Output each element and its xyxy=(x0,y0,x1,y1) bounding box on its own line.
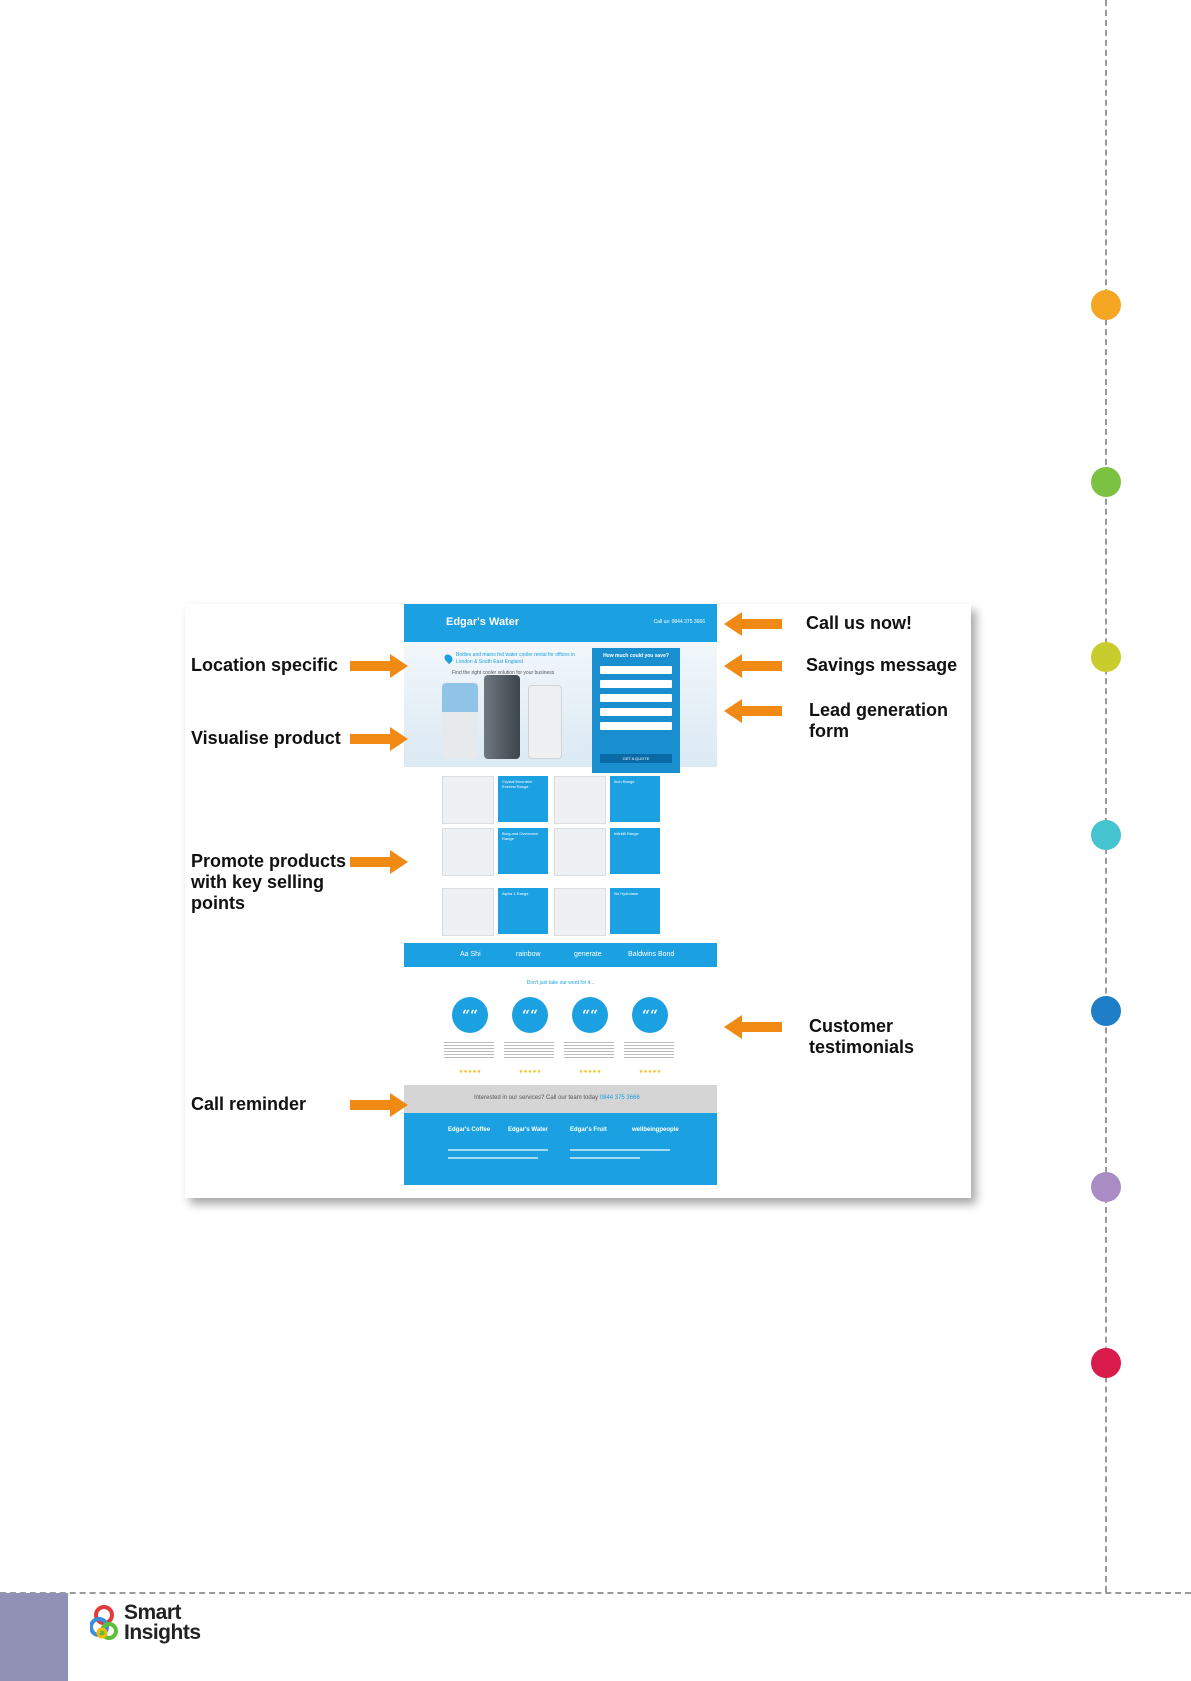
star-rating: ★★★★★ xyxy=(518,1069,542,1075)
testimonial-text xyxy=(624,1040,674,1060)
margin-dot-purple xyxy=(1091,1172,1121,1202)
product-image xyxy=(554,776,606,824)
footer-dashed-line xyxy=(0,1592,1191,1594)
margin-dot-green xyxy=(1091,467,1121,497)
lp-brand-logo: Aa Shi xyxy=(460,951,481,958)
margin-dot-orange xyxy=(1091,290,1121,320)
testimonial-text xyxy=(504,1040,554,1060)
water-cooler-image xyxy=(442,683,478,759)
margin-dot-teal xyxy=(1091,820,1121,850)
arrow-right-icon xyxy=(350,850,408,874)
product-card: Crystal Mountain Everest Range xyxy=(498,776,548,822)
lp-footer-logo: Edgar's Fruit xyxy=(570,1127,607,1133)
landing-page-mockup: Edgar's Water Call us: 0844 375 3666 Bot… xyxy=(404,604,717,1198)
lp-header: Edgar's Water Call us: 0844 375 3666 xyxy=(404,604,717,642)
lp-testimonials-title: Don't just take our word for it... xyxy=(526,980,595,986)
lp-brands-bar: Aa Shi rainbow generate Baldwins Bond xyxy=(404,943,717,967)
lp-form-submit-button[interactable]: GET A QUOTE xyxy=(600,754,672,763)
product-image xyxy=(554,888,606,936)
lp-footer-text xyxy=(448,1149,548,1151)
star-rating: ★★★★★ xyxy=(578,1069,602,1075)
lp-form-field[interactable] xyxy=(600,722,672,730)
callout-customer-testimonials: Customer testimonials xyxy=(809,1016,915,1057)
lp-footer-logo: Edgar's Coffee xyxy=(448,1127,491,1133)
product-title: No Hydrolase xyxy=(614,891,639,896)
product-image xyxy=(442,776,494,824)
lp-header-phone: Call us: 0844 375 3666 xyxy=(653,619,705,625)
lp-subheadline: Find the right cooler solution for your … xyxy=(452,670,555,676)
brand-line-2: Insights xyxy=(124,1621,201,1644)
star-rating: ★★★★★ xyxy=(638,1069,662,1075)
lead-generation-form: How much could you save? GET A QUOTE xyxy=(592,648,680,773)
location-pin-icon xyxy=(442,652,455,665)
product-card: Ikon Range xyxy=(610,776,660,822)
lp-footer-logo: wellbeingpeople xyxy=(632,1127,679,1133)
arrow-left-icon xyxy=(724,699,782,723)
callout-lead-generation-form: Lead generation form xyxy=(809,700,949,741)
brand-line-1: Smart xyxy=(124,1601,182,1624)
brand-text: Smart Insights xyxy=(124,1601,201,1644)
product-image xyxy=(554,828,606,876)
arrow-right-icon xyxy=(350,1093,408,1117)
lp-footer-text xyxy=(448,1157,538,1159)
callout-visualise-product: Visualise product xyxy=(191,728,341,748)
water-cooler-image xyxy=(528,685,562,759)
lp-headline: Bottles and mains fed water cooler renta… xyxy=(456,652,575,665)
arrow-right-icon xyxy=(350,727,408,751)
arrow-left-icon xyxy=(724,612,782,636)
star-rating: ★★★★★ xyxy=(458,1069,482,1075)
lp-footer-logo: Edgar's Water xyxy=(508,1127,548,1133)
smart-insights-logo: Smart Insights xyxy=(90,1601,201,1644)
margin-dashed-line xyxy=(1105,0,1107,1592)
lp-form-field[interactable] xyxy=(600,694,672,702)
lp-brand-logo: generate xyxy=(574,951,602,958)
lp-footer-text xyxy=(570,1157,640,1159)
callout-call-us-now: Call us now! xyxy=(806,613,913,633)
testimonial-text xyxy=(444,1040,494,1060)
lp-reminder-phone: 0844 375 3666 xyxy=(599,1095,640,1101)
callout-savings-message: Savings message xyxy=(806,655,958,675)
callout-call-reminder: Call reminder xyxy=(191,1094,307,1114)
product-image xyxy=(442,828,494,876)
product-title: Infinit8 Range xyxy=(614,831,639,836)
landing-page-figure: Edgar's Water Call us: 0844 375 3666 Bot… xyxy=(185,604,971,1198)
lp-brand-logo: rainbow xyxy=(516,951,541,958)
lp-form-field[interactable] xyxy=(600,666,672,674)
water-cooler-image xyxy=(484,675,520,759)
callout-location-specific: Location specific xyxy=(191,655,339,675)
quote-icon: ““ xyxy=(452,997,488,1033)
quote-icon: ““ xyxy=(512,997,548,1033)
lp-form-field[interactable] xyxy=(600,708,672,716)
testimonial-text xyxy=(564,1040,614,1060)
lp-reminder-text: Interested in our services? Call our tea… xyxy=(474,1095,640,1101)
quote-icon: ““ xyxy=(572,997,608,1033)
margin-dot-yellow xyxy=(1091,642,1121,672)
product-card: Alpha 1 Range xyxy=(498,888,548,934)
product-card: No Hydrolase xyxy=(610,888,660,934)
lp-call-reminder-bar: Interested in our services? Call our tea… xyxy=(404,1085,717,1113)
arrow-left-icon xyxy=(724,1015,782,1039)
product-card: Infinit8 Range xyxy=(610,828,660,874)
footer-color-block xyxy=(0,1593,68,1681)
margin-dot-red xyxy=(1091,1348,1121,1378)
product-title: Alpha 1 Range xyxy=(502,891,529,896)
smart-insights-logo-icon xyxy=(90,1605,118,1640)
lp-logo: Edgar's Water xyxy=(446,616,520,628)
arrow-left-icon xyxy=(724,654,782,678)
margin-dot-blue xyxy=(1091,996,1121,1026)
lp-form-field[interactable] xyxy=(600,680,672,688)
callout-promote-products: Promote products with key selling points xyxy=(191,851,347,913)
product-title: Ikon Range xyxy=(614,779,635,784)
lp-footer: Edgar's Coffee Edgar's Water Edgar's Fru… xyxy=(404,1113,717,1185)
lp-form-title: How much could you save? xyxy=(603,653,669,659)
quote-icon: ““ xyxy=(632,997,668,1033)
product-image xyxy=(442,888,494,936)
product-card: Borg and Overmann Range xyxy=(498,828,548,874)
lp-brand-logo: Baldwins Bond xyxy=(628,951,675,958)
product-title: Borg and Overmann Range xyxy=(502,831,539,841)
product-title: Crystal Mountain Everest Range xyxy=(502,779,533,789)
lp-footer-text xyxy=(570,1149,670,1151)
arrow-right-icon xyxy=(350,654,408,678)
